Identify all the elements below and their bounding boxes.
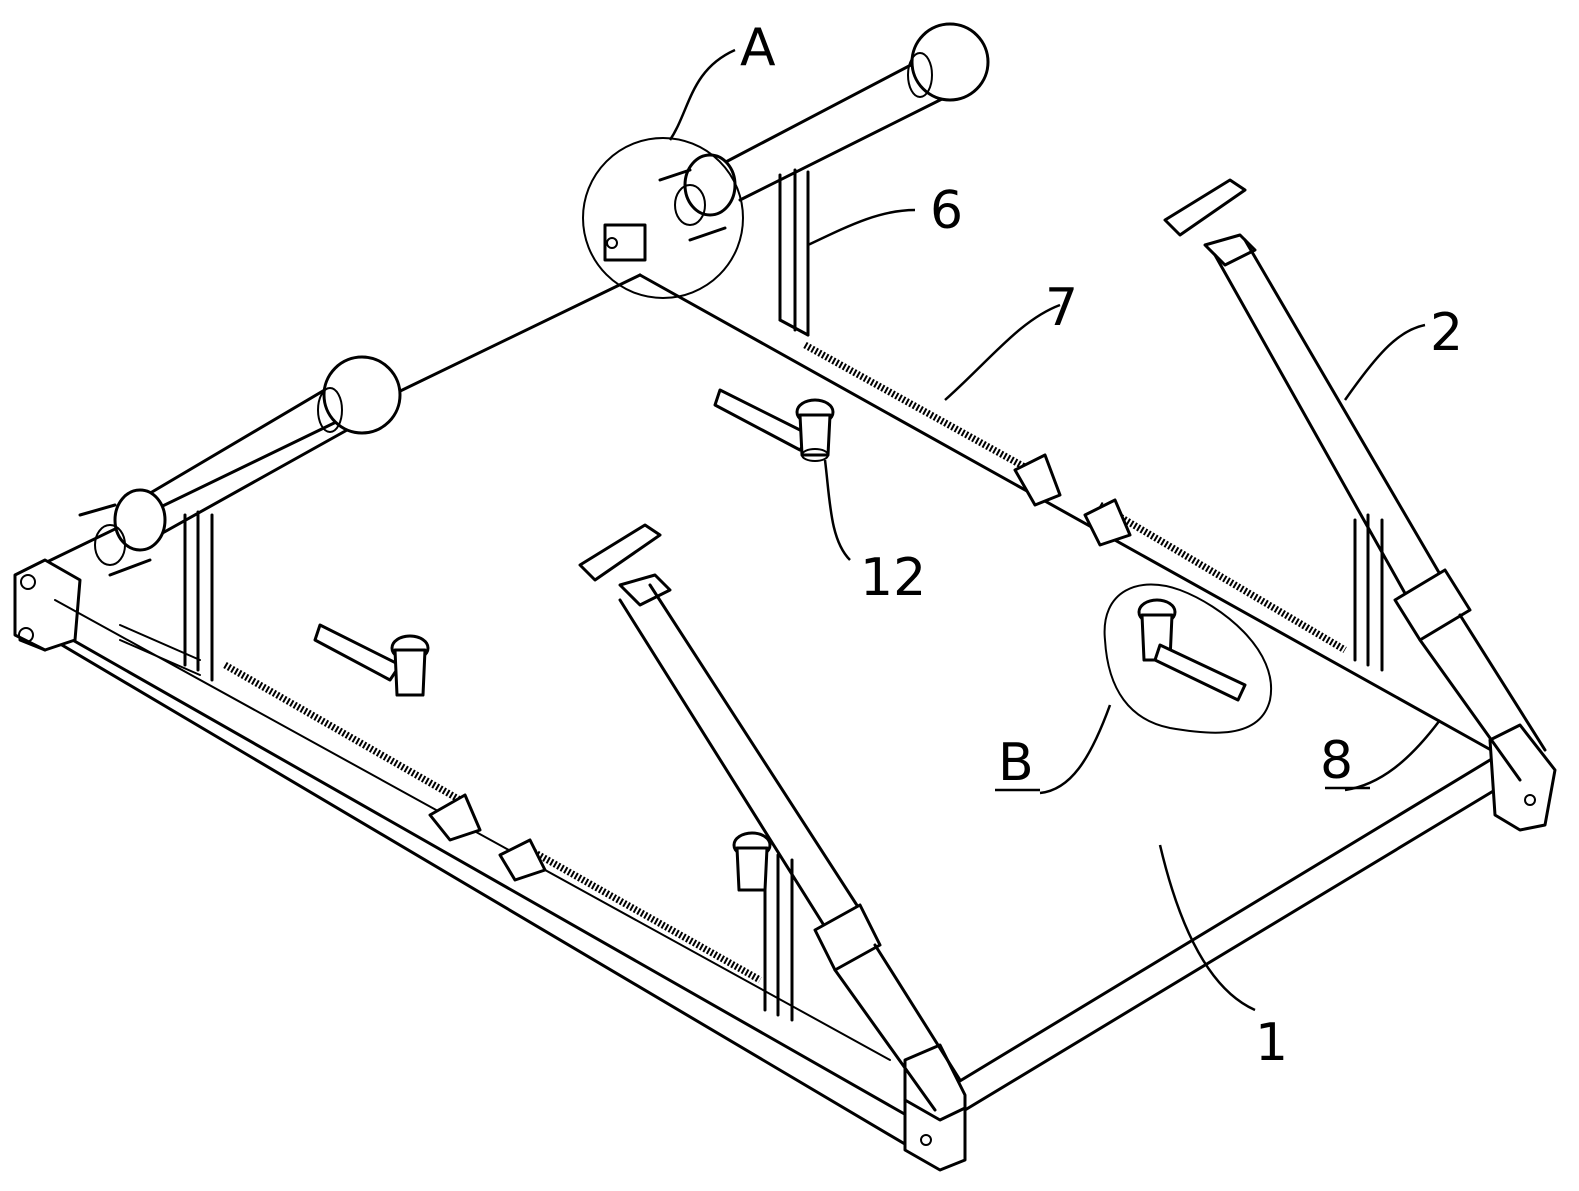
- tension-guide-back: [713, 388, 835, 462]
- detail-circle-a: [582, 137, 744, 299]
- strut-mid: [578, 523, 962, 1112]
- callout-label-2: 2: [1430, 303, 1463, 363]
- tension-guide-mid: [732, 831, 772, 892]
- detail-outline-b: [1103, 583, 1273, 734]
- callout-label-b: B: [998, 733, 1034, 793]
- callout-label-1: 1: [1255, 1013, 1288, 1073]
- leader-lines: [668, 48, 1441, 1012]
- callout-label-7: 7: [1045, 278, 1078, 338]
- upright-post-right: [1353, 513, 1384, 672]
- spring-front-2: [498, 838, 762, 984]
- strut-right: [1163, 178, 1547, 782]
- callout-label-8: 8: [1320, 731, 1353, 791]
- clamp-assembly-a: [603, 153, 737, 262]
- spring-back-1: [803, 341, 1062, 507]
- callout-label-6: 6: [930, 181, 963, 241]
- clamp-assembly-left: [78, 488, 167, 577]
- spring-back-2: [1083, 498, 1347, 654]
- upright-post-mid: [763, 853, 794, 1022]
- roller-top: [718, 22, 990, 202]
- base-frame: [13, 273, 1557, 1172]
- tension-guide-b: [1137, 598, 1247, 702]
- roller-left: [128, 355, 402, 542]
- upright-post-left: [119, 510, 214, 682]
- callout-label-12: 12: [860, 548, 926, 608]
- tension-guide-front: [313, 623, 430, 697]
- callout-label-a: A: [740, 18, 776, 78]
- spring-front-1: [223, 661, 482, 842]
- upright-post-back: [778, 168, 810, 337]
